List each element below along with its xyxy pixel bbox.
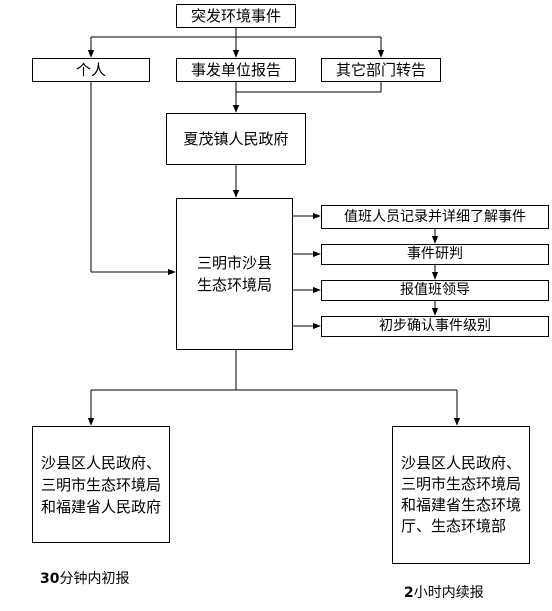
caption-follow-up-report: 2小时内续报	[404, 585, 484, 601]
node-bureau: 三明市沙县生态环境局	[176, 198, 293, 350]
step-report-leader: 报值班领导	[321, 280, 549, 301]
node-town-gov: 夏茂镇人民政府	[166, 113, 306, 165]
step-record: 值班人员记录并详细了解事件	[321, 205, 549, 229]
node-unit-report: 事发单位报告	[176, 58, 296, 82]
target-follow-up-report: 沙县区人民政府、三明市生态环境局和福建省生态环境厅、生态环境部	[392, 426, 530, 564]
node-incident: 突发环境事件	[176, 4, 296, 28]
step-confirm-level: 初步确认事件级别	[321, 316, 549, 337]
node-other-dept: 其它部门转告	[321, 58, 441, 82]
target-initial-report: 沙县区人民政府、三明市生态环境局和福建省人民政府	[32, 426, 170, 543]
node-individual: 个人	[32, 58, 150, 82]
step-judge: 事件研判	[321, 244, 549, 265]
caption-initial-report: 30分钟内初报	[40, 571, 130, 587]
